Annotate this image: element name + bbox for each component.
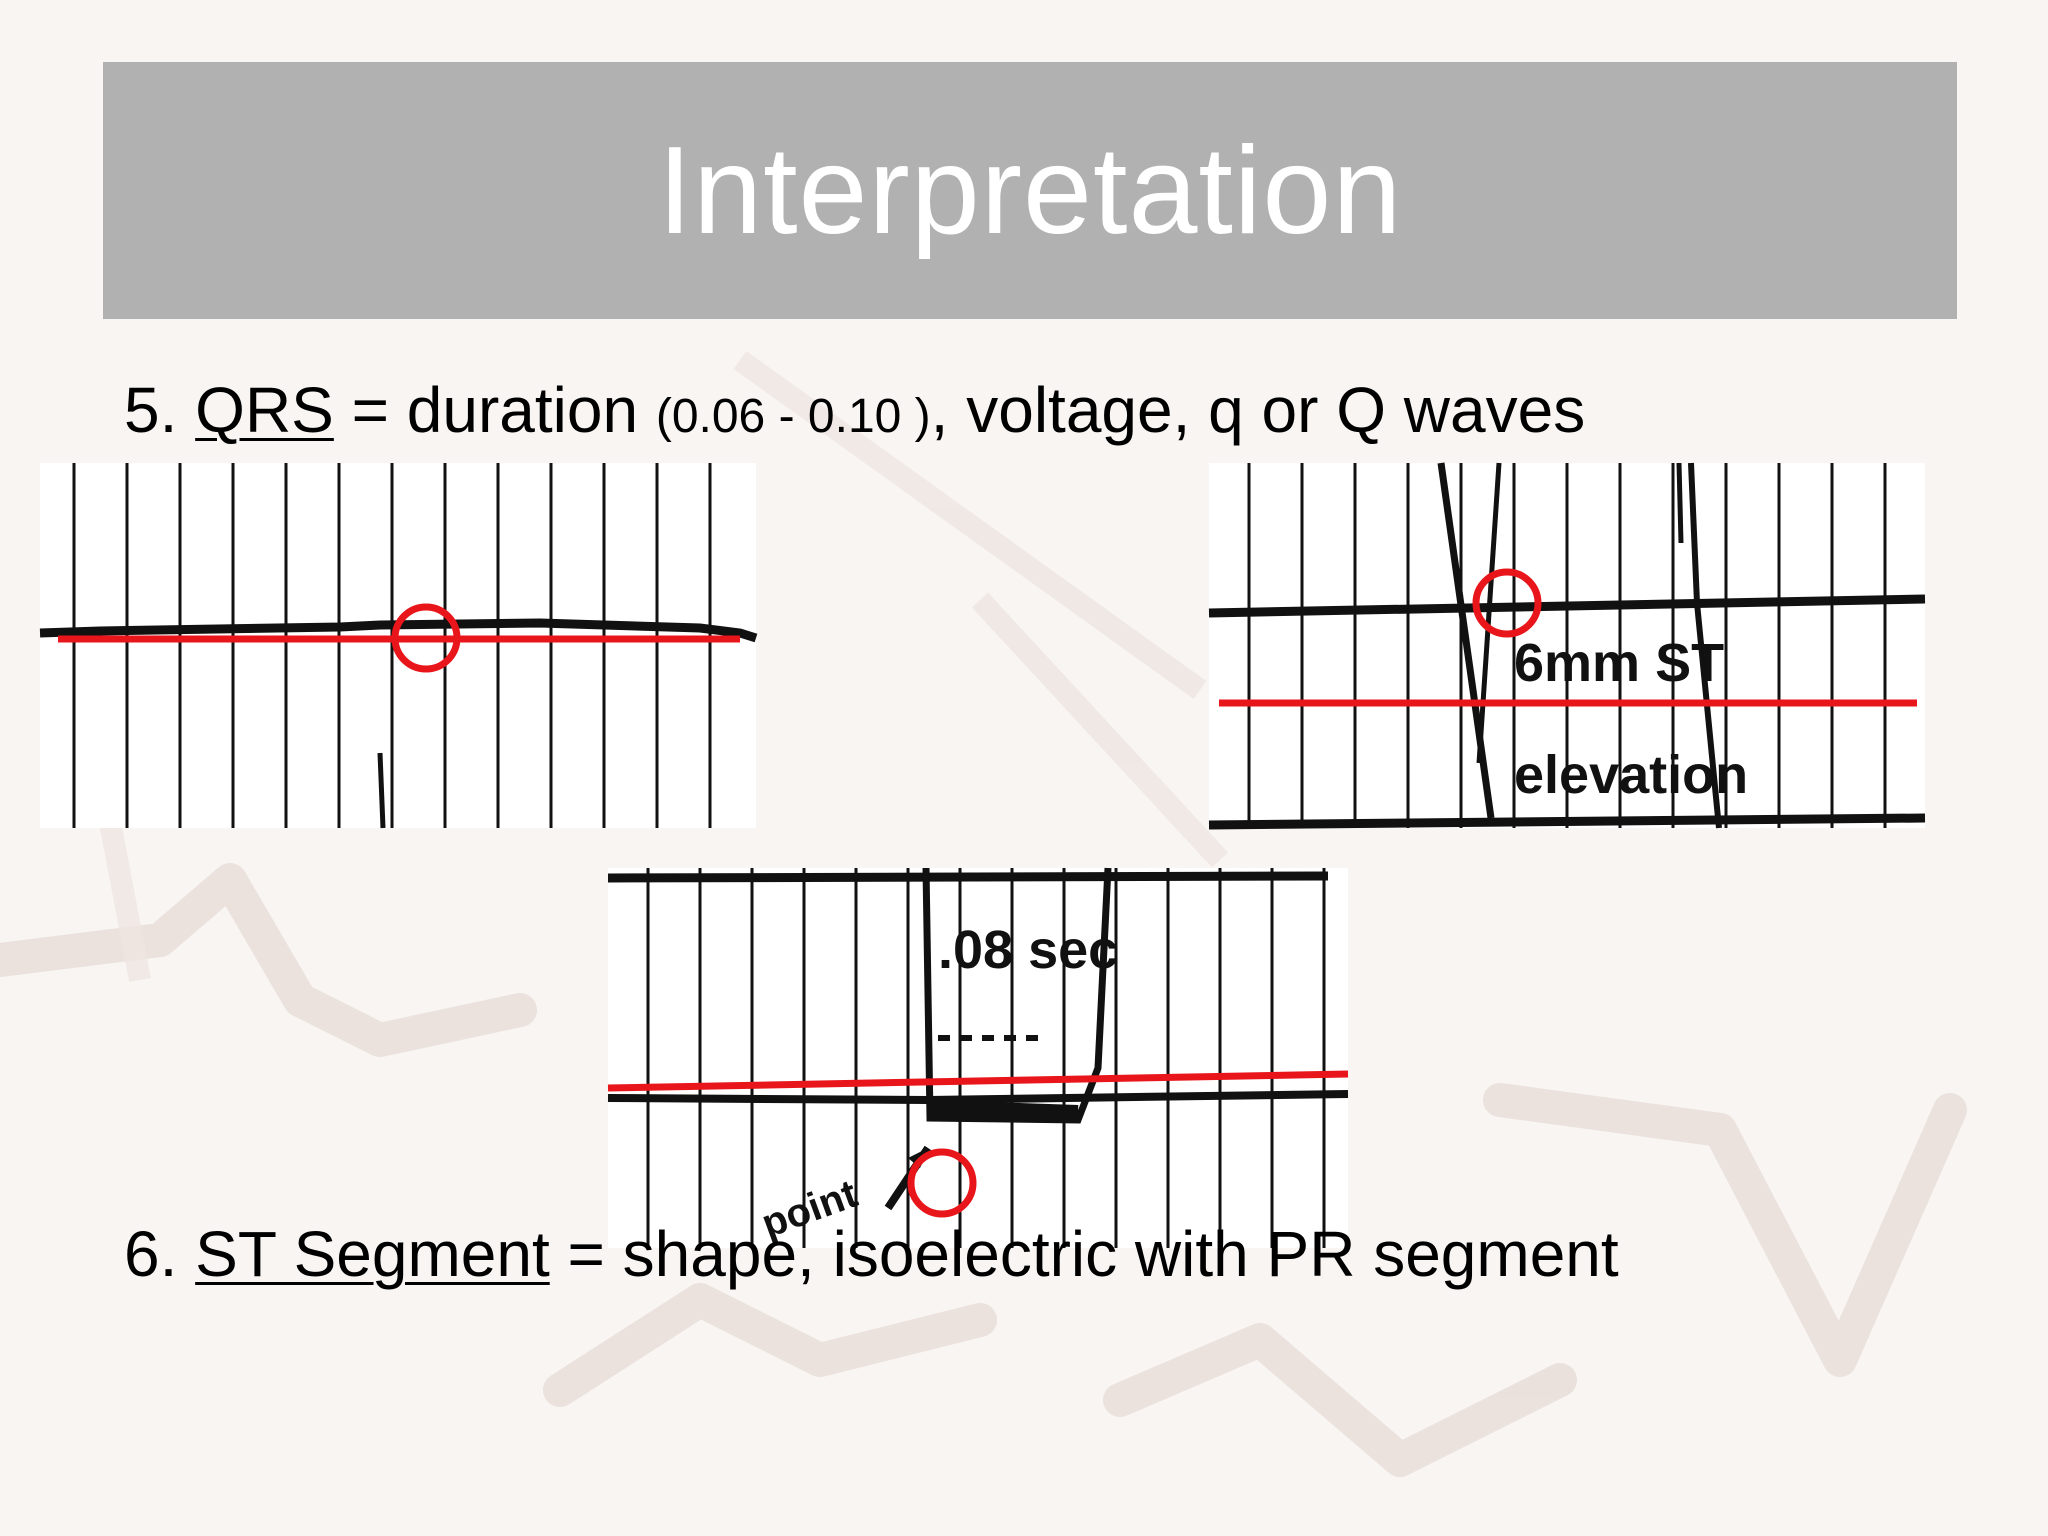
title-bar: Interpretation xyxy=(103,62,1957,319)
bullet-number: 6. xyxy=(124,1218,178,1290)
bullet-st-segment: 6. ST Segment = shape, isoelectric with … xyxy=(124,1222,1619,1286)
ecg-strip-j-point: .08 sec point xyxy=(607,867,1349,1248)
ecg-strip-st-elevation: 6mm ST elevation xyxy=(1208,462,1926,830)
ecg-strip-normal-st xyxy=(39,463,758,829)
duration-text: duration xyxy=(406,374,639,446)
duration-range: (0.06 - 0.10 ) xyxy=(655,390,931,443)
qrs-rest-text: , voltage, q or Q waves xyxy=(930,374,1586,446)
st-segment-text: shape, isoelectric with PR segment xyxy=(622,1218,1619,1290)
duration-label: .08 sec xyxy=(938,920,1118,980)
equals-sign: = xyxy=(351,374,389,446)
term-st-segment: ST Segment xyxy=(195,1218,550,1290)
term-qrs: QRS xyxy=(195,374,334,446)
st-elevation-label-line1: 6mm ST xyxy=(1514,633,1724,693)
st-elevation-label-line2: elevation xyxy=(1514,745,1748,805)
bullet-number: 5. xyxy=(124,374,178,446)
bullet-qrs: 5. QRS = duration (0.06 - 0.10 ), voltag… xyxy=(124,378,1585,442)
equals-sign: = xyxy=(567,1218,605,1290)
slide-title: Interpretation xyxy=(657,121,1403,260)
